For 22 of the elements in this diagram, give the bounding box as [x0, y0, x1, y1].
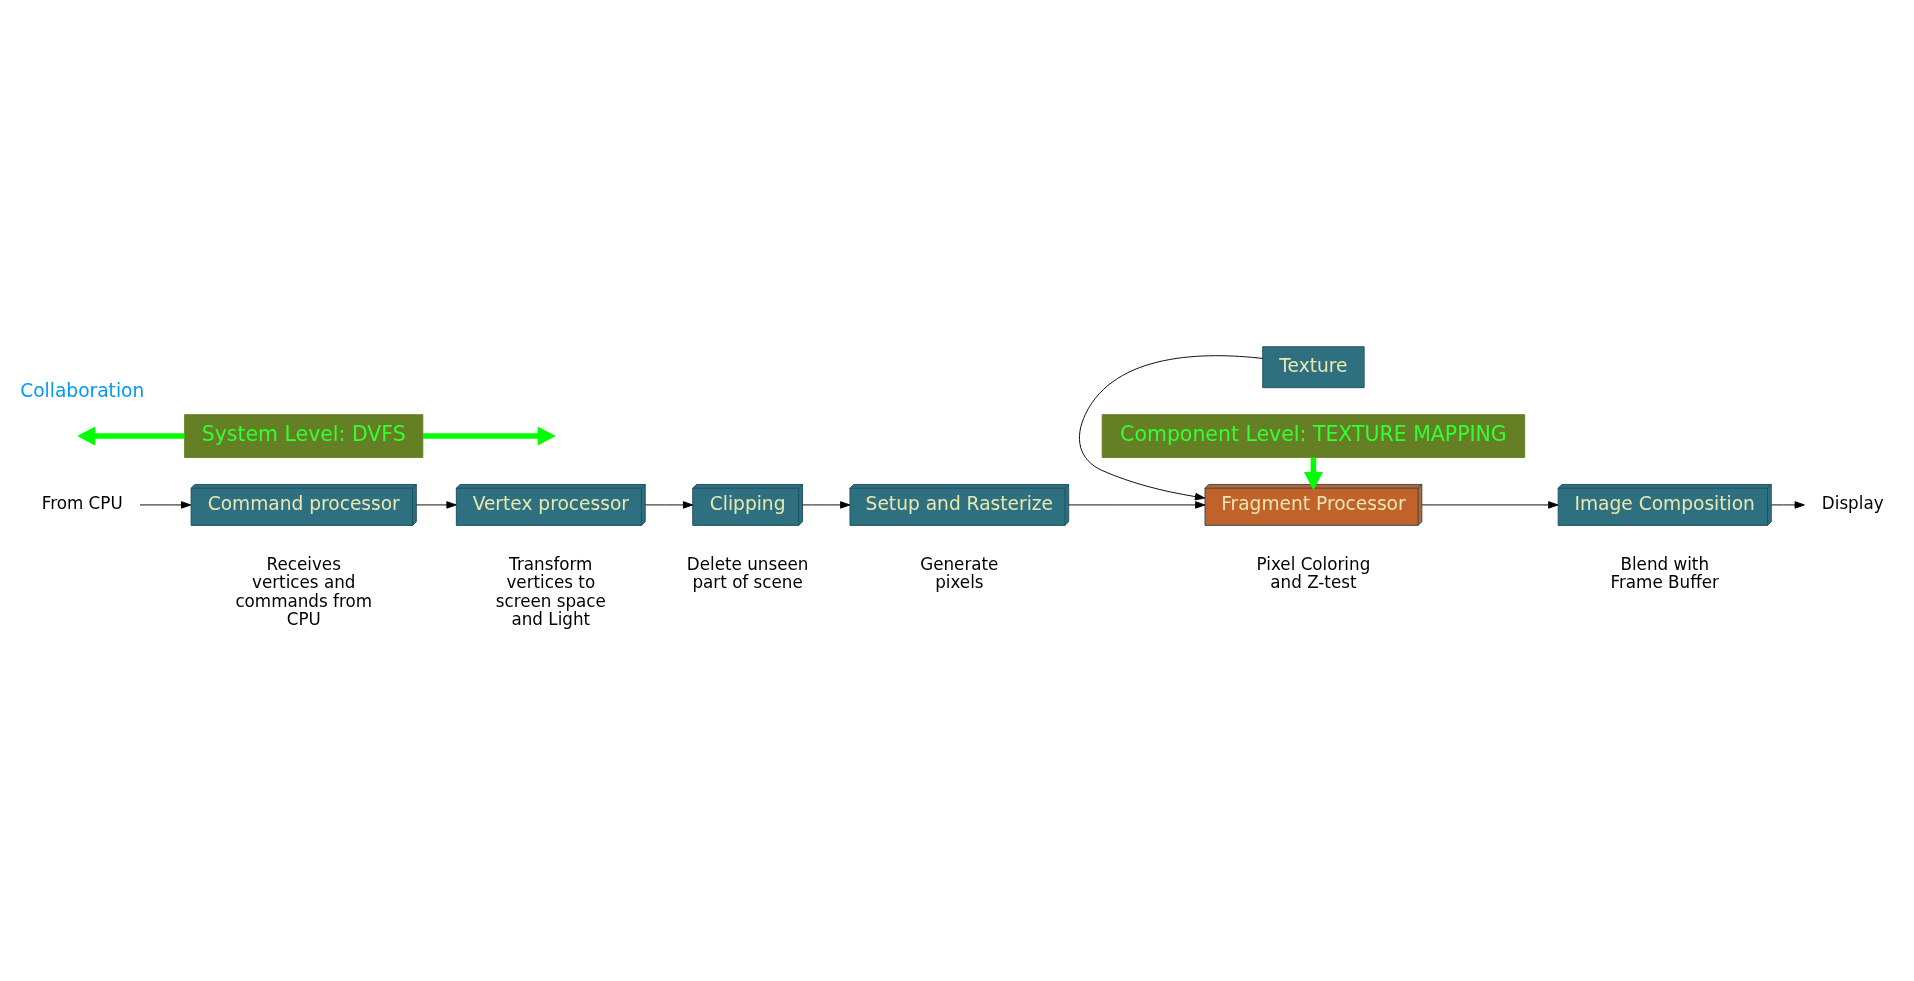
label: Collaboration	[20, 379, 145, 401]
node-box: System Level: DVFS	[184, 414, 424, 458]
arrow	[1771, 501, 1805, 509]
node-label: Transform vertices to screen space and Light	[495, 553, 606, 630]
arrow	[422, 426, 556, 446]
node-text: Display	[1821, 493, 1884, 514]
arrow	[1079, 355, 1263, 501]
node-box: Texture	[1262, 346, 1365, 389]
arrow	[139, 501, 192, 509]
node-text: From CPU	[41, 493, 123, 514]
arrow	[802, 501, 851, 509]
arrow	[645, 501, 694, 509]
arrow	[416, 501, 457, 509]
arrow	[77, 426, 185, 446]
node-label: Blend with Frame Buffer	[1610, 553, 1719, 593]
arrow	[1421, 501, 1559, 509]
node-label: Delete unseen part of scene	[686, 553, 809, 593]
node-box: Component Level: TEXTURE MAPPING	[1101, 414, 1526, 458]
node-label: Pixel Coloring and Z-test	[1256, 553, 1371, 593]
node-label: Generate pixels	[920, 553, 999, 593]
arrow	[1068, 501, 1206, 509]
node-label: Receives vertices and commands from CPU	[235, 553, 373, 630]
